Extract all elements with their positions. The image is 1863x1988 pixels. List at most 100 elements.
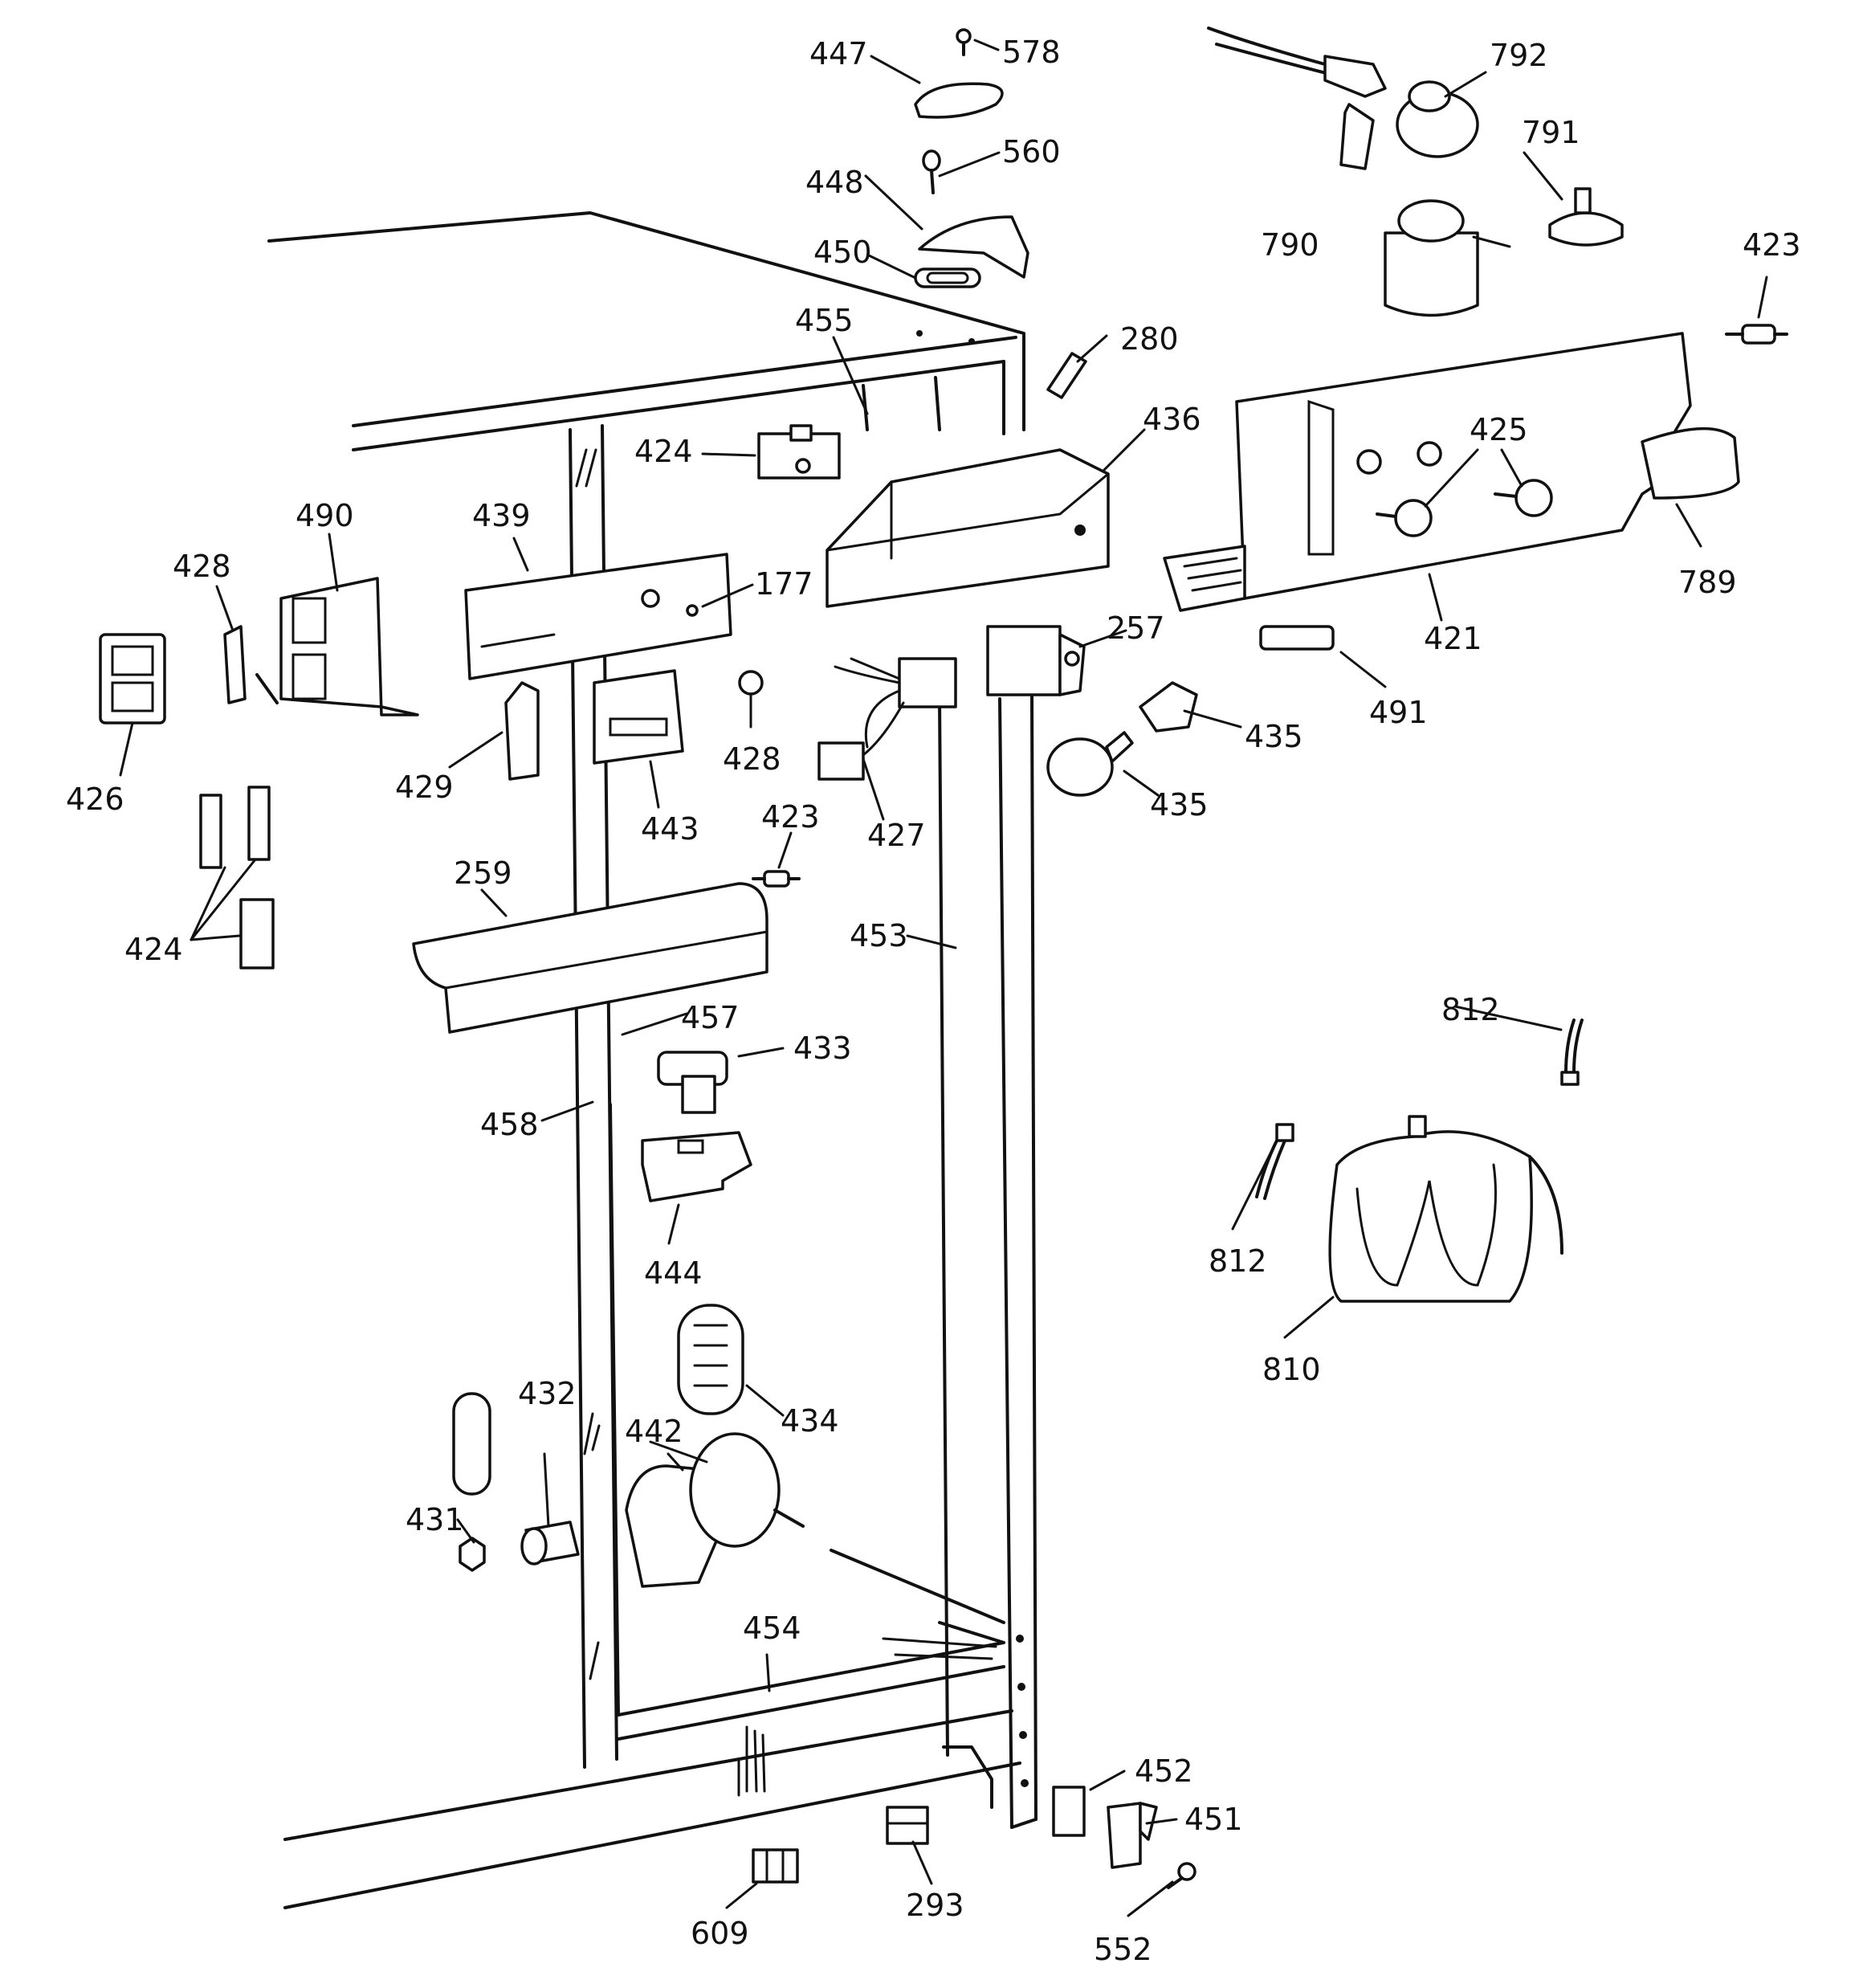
callout-423b: 423	[761, 799, 820, 835]
part-448-hinge	[918, 215, 1029, 279]
part-177-screw	[686, 604, 699, 617]
callout-429: 429	[395, 769, 454, 805]
callout-431: 431	[406, 1502, 464, 1537]
callout-432: 432	[518, 1376, 577, 1411]
part-560-screw	[922, 149, 941, 194]
leader-lines	[119, 39, 1768, 1917]
part-433-tee-fitting	[657, 1051, 728, 1114]
callout-434: 434	[781, 1403, 839, 1439]
callout-428a: 428	[173, 549, 231, 584]
part-424-bars	[199, 786, 275, 970]
callout-427: 427	[867, 818, 926, 853]
callout-421: 421	[1424, 621, 1482, 656]
part-432-bushing	[520, 1521, 580, 1565]
part-425-knobs	[1376, 479, 1553, 537]
callout-812a: 812	[1441, 992, 1500, 1027]
callout-433: 433	[793, 1031, 852, 1066]
part-790-filter	[1384, 199, 1479, 317]
callout-792: 792	[1490, 38, 1548, 73]
callout-448: 448	[805, 165, 864, 200]
callout-435b: 435	[1150, 787, 1209, 823]
part-439-mount-bracket	[464, 553, 732, 680]
callout-444: 444	[644, 1255, 703, 1291]
callout-424b: 424	[124, 932, 183, 967]
part-428-gear	[738, 670, 764, 696]
callout-425: 425	[1470, 412, 1528, 447]
part-812-tube-b	[1255, 1123, 1294, 1200]
callout-428b: 428	[723, 741, 781, 777]
callout-450: 450	[813, 235, 872, 270]
part-451-hinge	[1107, 1802, 1158, 1869]
callout-442: 442	[625, 1414, 683, 1449]
callout-560: 560	[1002, 134, 1061, 169]
part-812-tube-a	[1560, 1018, 1584, 1086]
part-443-support	[593, 669, 684, 765]
callout-436: 436	[1143, 402, 1201, 437]
callout-455: 455	[795, 303, 854, 338]
callout-810: 810	[1262, 1352, 1321, 1387]
callout-423a: 423	[1743, 227, 1801, 263]
callout-791: 791	[1522, 115, 1580, 150]
part-609-clip	[752, 1848, 799, 1884]
part-435-light-bulb	[1046, 731, 1134, 797]
callout-439: 439	[472, 498, 531, 533]
part-791-cap	[1548, 187, 1624, 247]
callout-259: 259	[454, 855, 512, 891]
part-280-clip	[1046, 352, 1087, 399]
callout-609: 609	[691, 1916, 749, 1951]
part-490-module	[279, 577, 419, 716]
callout-452: 452	[1135, 1753, 1193, 1789]
part-810-heater-coil	[1328, 1115, 1563, 1303]
callout-177: 177	[755, 566, 813, 602]
part-792-water-valve	[1207, 27, 1479, 170]
part-428-bracket-a	[223, 625, 279, 704]
callout-451: 451	[1184, 1802, 1243, 1837]
part-426-dispenser-switch	[99, 633, 166, 725]
part-552-screw	[1167, 1862, 1196, 1889]
callout-491: 491	[1369, 695, 1428, 730]
part-293-clip	[886, 1806, 929, 1845]
callout-447: 447	[809, 36, 868, 71]
part-789-cover	[1641, 427, 1740, 500]
callout-257: 257	[1107, 610, 1165, 646]
callout-454: 454	[743, 1610, 801, 1646]
callout-790: 790	[1261, 227, 1319, 263]
part-491-pad	[1259, 625, 1335, 651]
cabinet-frame	[267, 211, 1037, 1909]
part-429-plate	[504, 681, 540, 781]
part-578-screw	[956, 28, 972, 56]
callout-552: 552	[1094, 1932, 1152, 1967]
callout-443: 443	[641, 811, 699, 847]
part-259-cover	[412, 882, 768, 1034]
parts	[99, 27, 1788, 1889]
callout-435a: 435	[1245, 719, 1303, 754]
part-450-shim	[914, 267, 981, 288]
callout-280: 280	[1120, 321, 1179, 357]
part-435-light-socket	[1139, 681, 1198, 733]
callout-789: 789	[1678, 565, 1737, 600]
part-444-bracket	[641, 1131, 752, 1202]
callout-458: 458	[480, 1107, 539, 1142]
callout-812b: 812	[1209, 1243, 1267, 1279]
part-423-plug-b	[752, 870, 801, 888]
part-447-cover	[914, 82, 1004, 119]
callout-424a: 424	[634, 434, 693, 469]
part-436-housing	[826, 448, 1110, 608]
callout-490: 490	[296, 498, 354, 533]
part-431-oval	[452, 1392, 491, 1572]
part-257-timer	[986, 625, 1086, 696]
callout-426: 426	[66, 782, 124, 817]
part-421-rail	[1163, 332, 1692, 612]
callout-453: 453	[850, 918, 908, 953]
callout-labels: 447 578 792 560 791 448 450 790 423 455 …	[66, 35, 1801, 1967]
callout-578: 578	[1002, 35, 1061, 70]
part-423-plug-a	[1725, 324, 1788, 345]
part-434-grille	[677, 1304, 744, 1415]
part-442-auger-motor	[625, 1432, 805, 1588]
part-452-plate	[1052, 1786, 1086, 1837]
callout-293: 293	[906, 1888, 964, 1923]
callout-457: 457	[681, 1000, 740, 1035]
part-424-switch	[757, 424, 841, 480]
part-427-harness	[817, 657, 957, 781]
